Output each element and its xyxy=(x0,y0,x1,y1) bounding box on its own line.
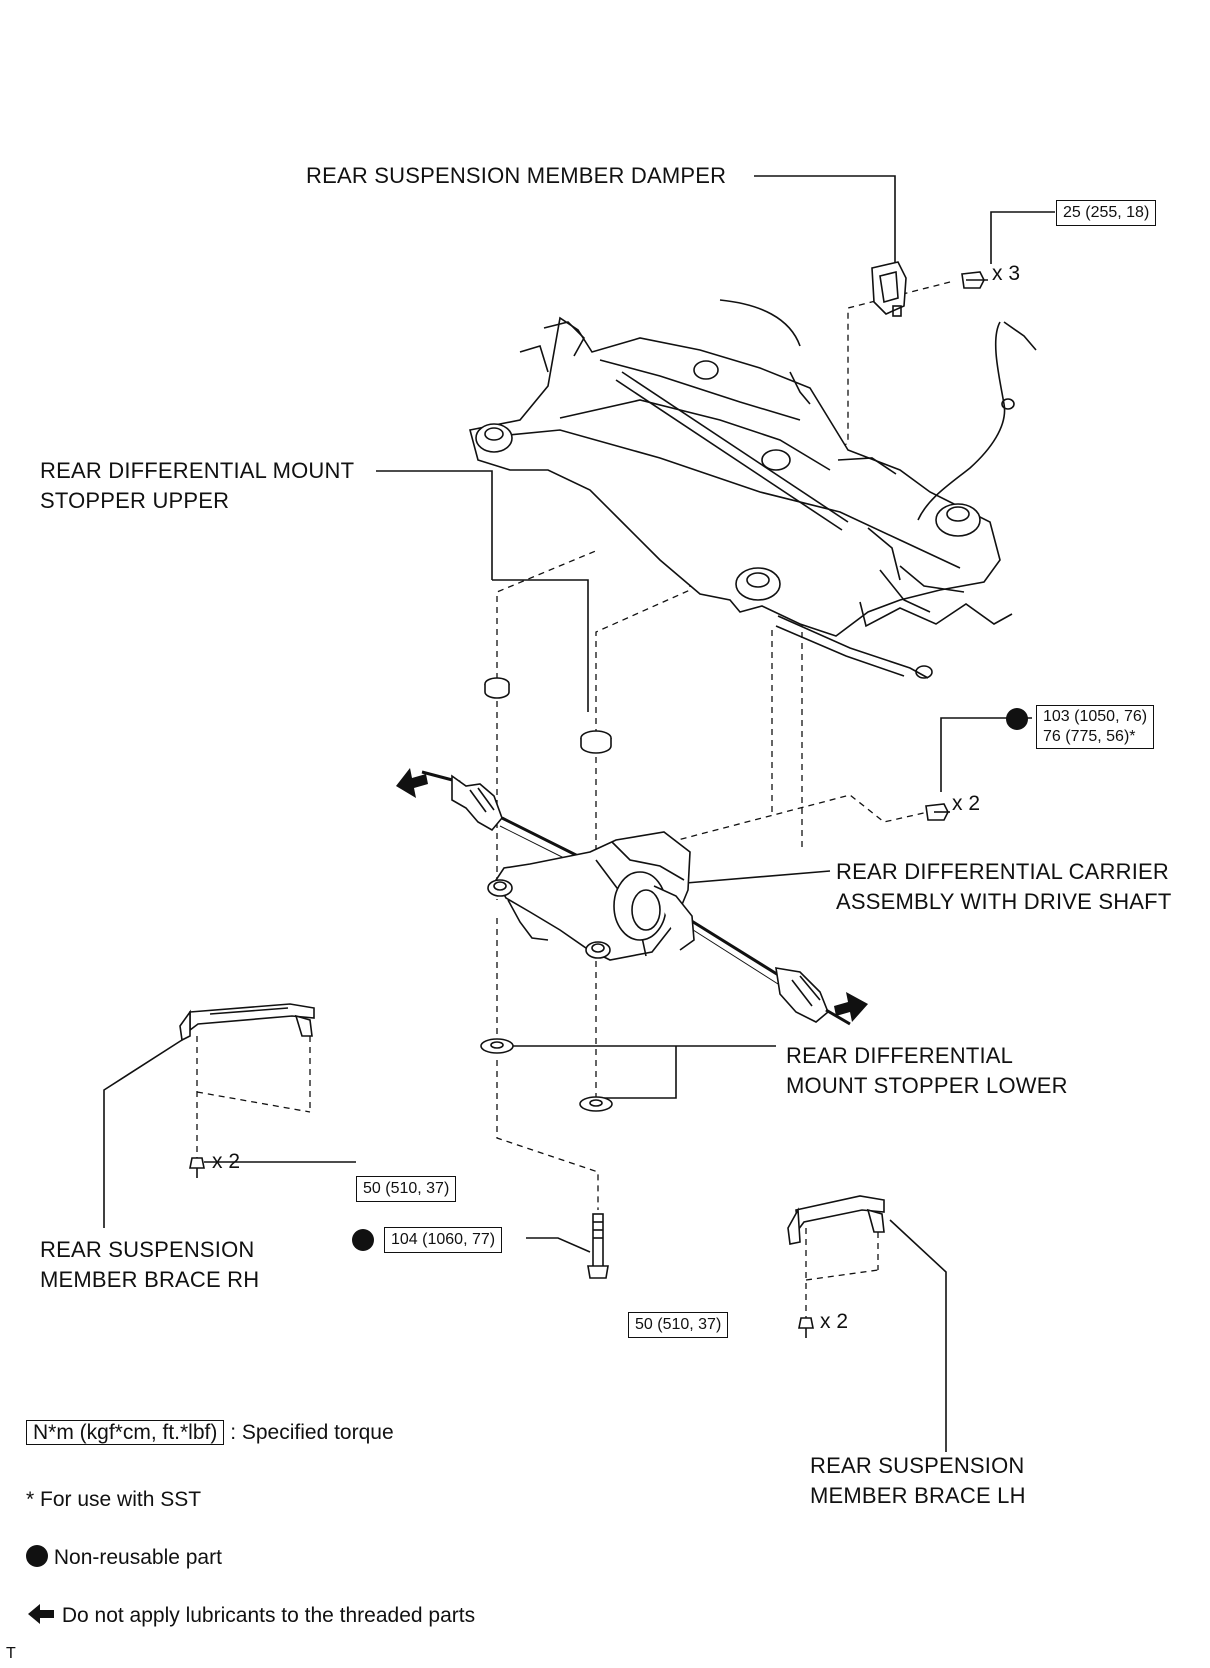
label-brace-lh-line1: REAR SUSPENSION xyxy=(810,1453,1025,1478)
legend-non-reusable: Non-reusable part xyxy=(26,1544,222,1572)
torque-carrier-bolt: 103 (1050, 76) 76 (775, 56)* xyxy=(1036,705,1155,749)
stopper-bolt-part xyxy=(587,1213,609,1279)
label-stopper-upper-line2: STOPPER UPPER xyxy=(40,488,230,513)
brace-rh-part xyxy=(179,1003,315,1042)
filled-circle-icon xyxy=(26,1545,48,1567)
torque-brace-lh-bolt: 50 (510, 37) xyxy=(628,1312,729,1338)
qty-brace-lh-bolt: x 2 xyxy=(820,1310,849,1333)
suspension-member-damper-part xyxy=(871,261,907,317)
qty-damper-bolt: x 3 xyxy=(992,262,1021,285)
rear-suspension-member-part xyxy=(469,299,1037,679)
alignment-dashed-lines xyxy=(196,281,951,1318)
legend-no-lubricant: Do not apply lubricants to the threaded … xyxy=(28,1602,475,1630)
lubricant-arrow-markers xyxy=(396,768,868,1022)
legend-torque-box: N*m (kgf*cm, ft.*lbf) xyxy=(26,1420,225,1445)
torque-carrier-bolt-line1: 103 (1050, 76) xyxy=(1043,708,1148,725)
non-reusable-dot-icon xyxy=(352,1229,374,1251)
label-carrier-line2: ASSEMBLY WITH DRIVE SHAFT xyxy=(836,889,1172,914)
label-stopper-lower-line2: MOUNT STOPPER LOWER xyxy=(786,1073,1068,1098)
carrier-bolt-part xyxy=(925,803,950,821)
legend-non-reusable-text: Non-reusable part xyxy=(53,1546,222,1569)
legend-sst: * For use with SST xyxy=(26,1488,202,1511)
legend-no-lubricant-text: Do not apply lubricants to the threaded … xyxy=(61,1604,476,1627)
arrow-marker-icon xyxy=(396,768,428,798)
legend-torque: N*m (kgf*cm, ft.*lbf) : Specified torque xyxy=(26,1419,394,1447)
arrow-left-icon xyxy=(28,1604,56,1624)
leader-lines xyxy=(103,175,1055,1452)
upper-stopper-parts xyxy=(484,677,612,754)
brace-lh-part xyxy=(787,1195,885,1245)
arrow-marker-icon xyxy=(834,992,868,1022)
brace-rh-bolt-part xyxy=(189,1157,205,1178)
torque-damper-bolt: 25 (255, 18) xyxy=(1056,200,1157,226)
differential-carrier-part xyxy=(487,831,695,961)
torque-brace-rh-bolt: 50 (510, 37) xyxy=(356,1176,457,1202)
label-stopper-lower-line1: REAR DIFFERENTIAL xyxy=(786,1043,1014,1068)
label-member-damper: REAR SUSPENSION MEMBER DAMPER xyxy=(306,163,727,188)
label-brace-rh-line1: REAR SUSPENSION xyxy=(40,1237,255,1262)
non-reusable-dot-icon xyxy=(1006,708,1028,730)
label-brace-lh-line2: MEMBER BRACE LH xyxy=(810,1483,1026,1508)
label-carrier-line1: REAR DIFFERENTIAL CARRIER xyxy=(836,859,1170,884)
brace-lh-bolt-part xyxy=(798,1317,814,1338)
label-brace-rh-line2: MEMBER BRACE RH xyxy=(40,1267,260,1292)
lower-stopper-parts xyxy=(480,1038,613,1112)
corner-mark: T xyxy=(6,1645,16,1662)
drive-shaft-part xyxy=(421,770,851,1026)
legend-torque-text: : Specified torque xyxy=(230,1421,394,1444)
label-stopper-upper-line1: REAR DIFFERENTIAL MOUNT xyxy=(40,458,355,483)
torque-stopper-bolt: 104 (1060, 77) xyxy=(384,1227,503,1253)
torque-carrier-bolt-line2: 76 (775, 56)* xyxy=(1043,728,1136,745)
damper-bolt-part xyxy=(961,271,988,289)
qty-brace-rh-bolt: x 2 xyxy=(212,1150,241,1173)
qty-carrier-bolt: x 2 xyxy=(952,792,981,815)
